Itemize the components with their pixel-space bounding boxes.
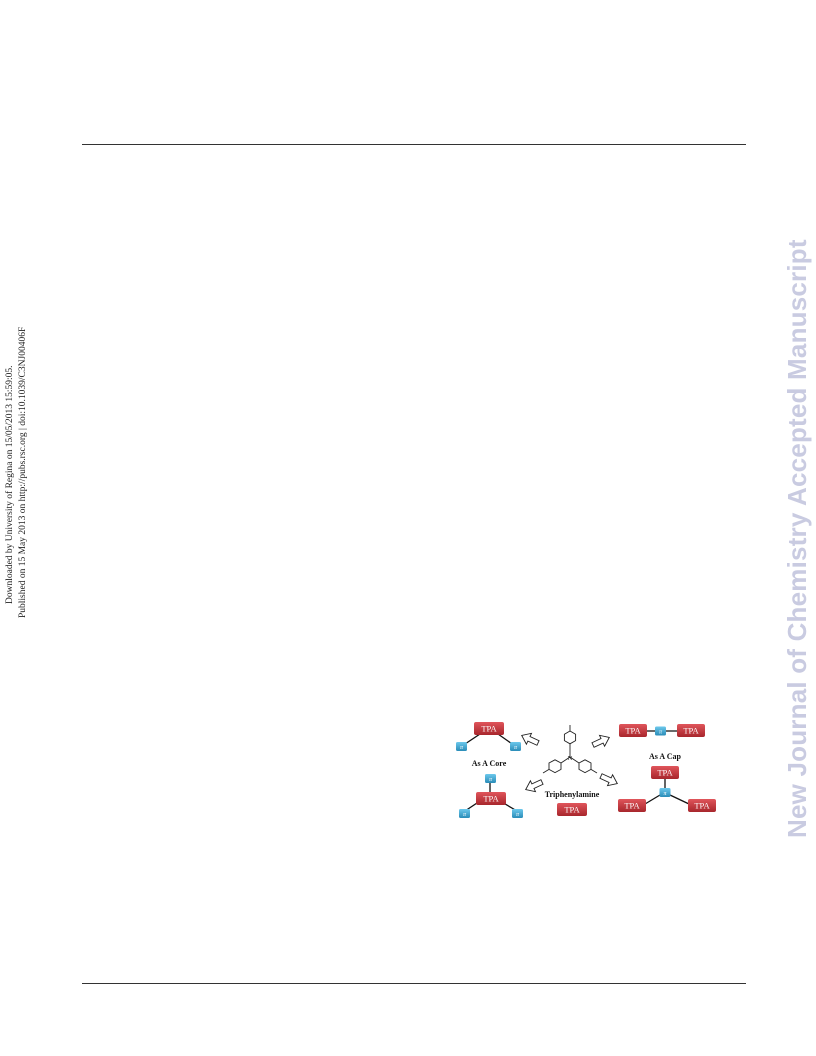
pi-box: π — [485, 774, 496, 783]
publish-note-line: Published on 15 May 2013 on http://pubs.… — [18, 326, 28, 618]
pi-box: π — [456, 742, 467, 751]
tpa-label: TPA — [481, 724, 497, 734]
svg-text:π: π — [516, 812, 520, 818]
svg-text:TPA: TPA — [657, 768, 673, 778]
tpa-scheme-figure: TPA π π As A Core π TPA — [445, 715, 725, 825]
pi-box: π — [512, 809, 523, 818]
tpa-box: TPA — [618, 799, 646, 812]
nitrogen-atom-label: N — [568, 755, 573, 762]
core-v-motif: TPA π π — [456, 722, 521, 751]
svg-text:π: π — [463, 812, 467, 818]
header-rule — [82, 144, 746, 145]
svg-text:TPA: TPA — [625, 726, 641, 736]
pi-box: π — [655, 726, 666, 736]
svg-text:TPA: TPA — [624, 801, 640, 811]
cap-star-motif: TPA π TPA TPA — [618, 766, 716, 812]
svg-text:π: π — [514, 745, 518, 751]
svg-text:TPA: TPA — [564, 805, 580, 815]
as-a-core-label: As A Core — [472, 759, 507, 768]
tpa-box: TPA — [557, 803, 587, 816]
tpa-scheme-svg: TPA π π As A Core π TPA — [456, 722, 716, 818]
tpa-box: TPA — [677, 724, 705, 737]
arrow-icon — [525, 779, 544, 793]
footer-rule — [82, 983, 746, 984]
svg-text:TPA: TPA — [483, 794, 499, 804]
tpa-box: TPA — [474, 722, 504, 735]
tpa-box: TPA — [619, 724, 647, 737]
tpa-box: TPA — [651, 766, 679, 779]
svg-text:TPA: TPA — [683, 726, 699, 736]
triphenylamine-label: Triphenylamine — [545, 790, 600, 799]
tpa-box: TPA — [688, 799, 716, 812]
arrow-icon — [521, 732, 540, 746]
arrow-icon — [599, 773, 618, 787]
svg-text:π: π — [489, 777, 493, 783]
pi-box: π — [510, 742, 521, 751]
pi-box: π — [659, 788, 671, 797]
core-star-motif: π TPA π π — [459, 774, 523, 818]
svg-text:π: π — [460, 745, 464, 751]
download-note: Downloaded by University of Regina on 15… — [0, 0, 40, 1056]
tpa-box: TPA — [476, 792, 506, 805]
triphenylamine-structure — [542, 725, 598, 774]
as-a-cap-label: As A Cap — [649, 752, 682, 761]
journal-watermark: New Journal of Chemistry Accepted Manusc… — [782, 239, 812, 838]
cap-chain-motif: TPA π TPA — [619, 724, 705, 737]
svg-text:TPA: TPA — [694, 801, 710, 811]
svg-text:π: π — [663, 791, 667, 797]
arrow-icon — [591, 734, 610, 748]
svg-text:π: π — [659, 730, 663, 736]
pi-box: π — [459, 809, 470, 818]
download-note-line: Downloaded by University of Regina on 15… — [5, 365, 15, 604]
